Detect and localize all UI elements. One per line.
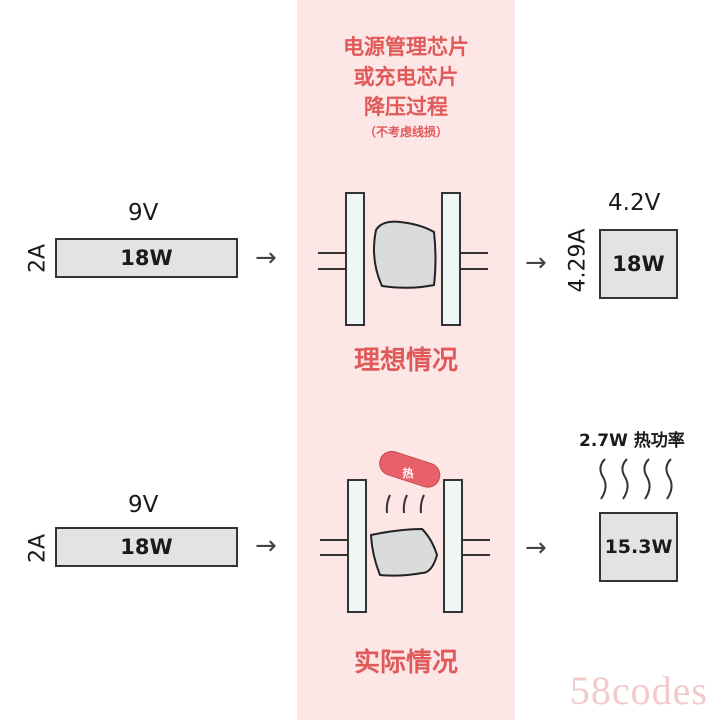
heat-badge: [379, 450, 441, 488]
header-line-1: 电源管理芯片: [343, 35, 469, 59]
actual-input-power-box: 18W: [55, 527, 238, 567]
ideal-output-current: 4.29A: [565, 228, 591, 293]
arrow-icon: →: [525, 248, 547, 278]
heat-waves-icon: [599, 458, 673, 500]
ideal-case-label: 理想情况: [353, 346, 458, 376]
actual-input-power: 18W: [120, 535, 173, 559]
header-note: （不考虑线损）: [363, 125, 448, 139]
actual-output-power-box: 15.3W: [599, 512, 678, 582]
header-line-3: 降压过程: [364, 95, 448, 119]
heat-loss-label: 2.7W 热功率: [579, 431, 685, 451]
chip-process-band: [297, 0, 515, 720]
arrow-icon: →: [255, 531, 277, 561]
ideal-chip-icon: [318, 192, 488, 326]
heat-badge-text: 热: [403, 466, 414, 480]
actual-chip-icon: 热: [320, 450, 490, 613]
watermark: 58codes: [569, 668, 708, 713]
actual-case-label: 实际情况: [353, 648, 458, 678]
ideal-output-voltage: 4.2V: [608, 190, 661, 216]
ideal-output-power-box: 18W: [599, 229, 678, 299]
arrow-icon: →: [525, 533, 547, 563]
arrow-icon: →: [255, 243, 277, 273]
ideal-output-power: 18W: [612, 252, 665, 276]
ideal-input-power: 18W: [120, 246, 173, 270]
header-line-2: 或充电芯片: [353, 65, 459, 89]
ideal-input-voltage: 9V: [128, 200, 159, 226]
actual-input-voltage: 9V: [128, 492, 159, 518]
actual-input-current: 2A: [25, 533, 51, 564]
ideal-input-current: 2A: [25, 243, 51, 274]
ideal-input-power-box: 18W: [55, 238, 238, 278]
actual-output-power: 15.3W: [604, 536, 673, 558]
